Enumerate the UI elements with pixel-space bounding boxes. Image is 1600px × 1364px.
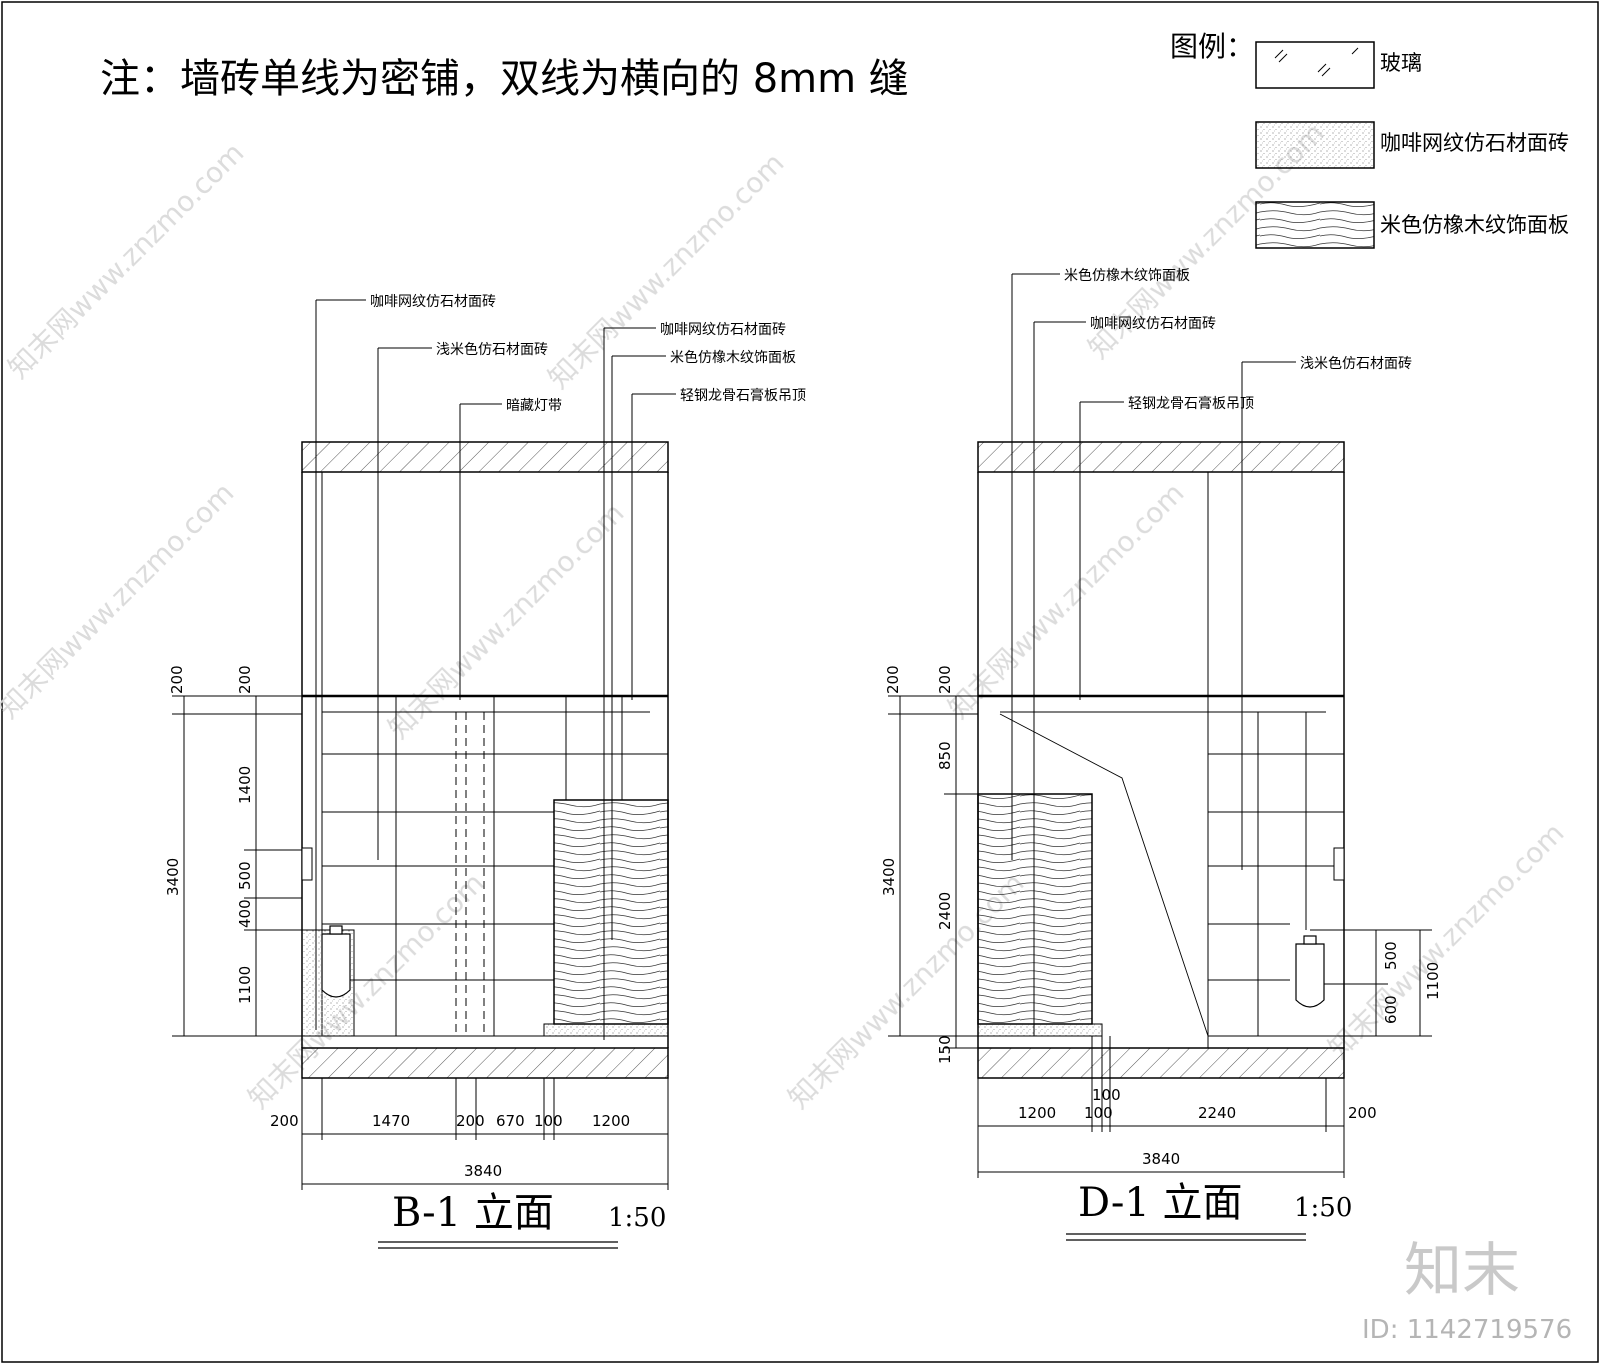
dim-label: 2240 [1198, 1104, 1236, 1122]
callout-leaders [1011, 273, 1296, 1036]
watermark-text: 知末网www.znzmo.com [0, 476, 240, 725]
tile-grid [1208, 712, 1344, 1036]
dim-label: 400 [236, 899, 254, 928]
dim-label: 100 [1084, 1104, 1113, 1122]
dim-label: 2400 [936, 892, 954, 930]
urinal-icon [1295, 935, 1325, 1008]
dim-label: 200 [168, 665, 186, 694]
dim-label: 3400 [880, 858, 898, 896]
callout-label: 咖啡网纹仿石材面砖 [660, 322, 786, 338]
legend-label: 咖啡网纹仿石材面砖 [1380, 131, 1569, 155]
legend-label: 米色仿橡木纹饰面板 [1380, 213, 1569, 237]
callout-label: 浅米色仿石材面砖 [1300, 355, 1412, 372]
image-id: ID: 1142719576 [1362, 1315, 1572, 1345]
wood-panel-base [977, 1023, 1103, 1037]
dim-label: 600 [1382, 995, 1400, 1024]
dim-label: 200 [236, 665, 254, 694]
legend-title: 图例： [1170, 30, 1254, 63]
dim-label: 3840 [464, 1162, 502, 1180]
watermark-layer: 知末网www.znzmo.com 知末网www.znzmo.com 知末网www… [0, 116, 1570, 1115]
dim-label: 200 [270, 1112, 299, 1130]
dimension-lines-vertical [888, 695, 978, 1049]
watermark-text: 知末网www.znzmo.com [942, 476, 1191, 725]
dimension-lines-horizontal [301, 1078, 669, 1190]
legend: 图例： 玻璃 咖啡网纹仿石材面砖 米色仿橡木纹饰面板 [1170, 30, 1569, 249]
dim-label: 150 [936, 1035, 954, 1064]
dim-label: 200 [1348, 1104, 1377, 1122]
switch-icon [1333, 847, 1345, 881]
switch-icon [301, 847, 313, 881]
dim-label: 1100 [236, 966, 254, 1004]
callout-label: 咖啡网纹仿石材面砖 [1090, 316, 1216, 332]
brand-watermark: 知末 [1404, 1236, 1520, 1304]
dim-label: 1100 [1424, 962, 1442, 1000]
ceiling-slab [301, 441, 669, 473]
elevation-title: D-1 立面 [1078, 1180, 1243, 1226]
wood-panel-base [543, 1023, 669, 1037]
legend-swatch-stone [1255, 121, 1375, 169]
urinal-icon [321, 925, 351, 998]
wood-panel [553, 799, 669, 1025]
legend-swatch-glass [1255, 41, 1375, 89]
callout-label: 暗藏灯带 [506, 398, 562, 414]
wood-panel [977, 793, 1093, 1025]
dimension-lines-vertical-right [1310, 929, 1432, 1037]
dim-label: 100 [534, 1112, 563, 1130]
dimension-lines-vertical [172, 695, 302, 1037]
elevation-b1: 咖啡网纹仿石材面砖 浅米色仿石材面砖 暗藏灯带 咖啡网纹仿石材面砖 米色仿橡木纹… [164, 294, 806, 1249]
watermark-text: 知末网www.znzmo.com [382, 496, 631, 745]
floor-finish [301, 1035, 669, 1049]
glass-marks-icon [1274, 47, 1359, 77]
callout-label: 米色仿橡木纹饰面板 [1064, 267, 1190, 284]
elevation-scale: 1:50 [608, 1203, 666, 1233]
dim-label: 500 [1382, 941, 1400, 970]
dim-label: 670 [496, 1112, 525, 1130]
ceiling-slab [977, 441, 1345, 473]
dim-label: 500 [236, 861, 254, 890]
dim-label: 200 [456, 1112, 485, 1130]
callout-leaders [315, 299, 676, 1040]
watermark-text: 知末网www.znzmo.com [2, 136, 251, 385]
watermark-text: 知末网www.znzmo.com [1322, 816, 1571, 1065]
legend-label: 玻璃 [1380, 51, 1422, 75]
floor-slab [301, 1047, 669, 1079]
dim-label: 3840 [1142, 1150, 1180, 1168]
hidden-light-strip [455, 712, 485, 1036]
legend-swatch-wood [1255, 201, 1375, 249]
callout-label: 浅米色仿石材面砖 [436, 341, 548, 358]
callout-label: 米色仿橡木纹饰面板 [670, 349, 796, 366]
drawing-note: 注：墙砖单线为密铺，双线为横向的 8mm 缝 [100, 56, 909, 102]
dim-label: 1200 [592, 1112, 630, 1130]
elevation-d1: 米色仿橡木纹饰面板 咖啡网纹仿石材面砖 浅米色仿石材面砖 轻钢龙骨石膏板吊顶 2… [880, 267, 1442, 1241]
elevation-title: B-1 立面 [392, 1190, 554, 1236]
dim-label: 1200 [1018, 1104, 1056, 1122]
dim-label: 850 [936, 741, 954, 770]
dim-label: 3400 [164, 858, 182, 896]
callout-label: 轻钢龙骨石膏板吊顶 [1128, 395, 1254, 412]
dimension-lines-horizontal [977, 1036, 1345, 1178]
dim-label: 200 [936, 665, 954, 694]
dim-label: 1470 [372, 1112, 410, 1130]
dim-label: 100 [1092, 1086, 1121, 1104]
callout-label: 咖啡网纹仿石材面砖 [370, 294, 496, 310]
dim-label: 1400 [236, 766, 254, 804]
door-swing [999, 713, 1209, 1037]
floor-slab [977, 1047, 1345, 1079]
elevation-scale: 1:50 [1294, 1193, 1352, 1223]
tile-grid [322, 696, 668, 1036]
callout-label: 轻钢龙骨石膏板吊顶 [680, 387, 806, 404]
dim-label: 200 [884, 665, 902, 694]
